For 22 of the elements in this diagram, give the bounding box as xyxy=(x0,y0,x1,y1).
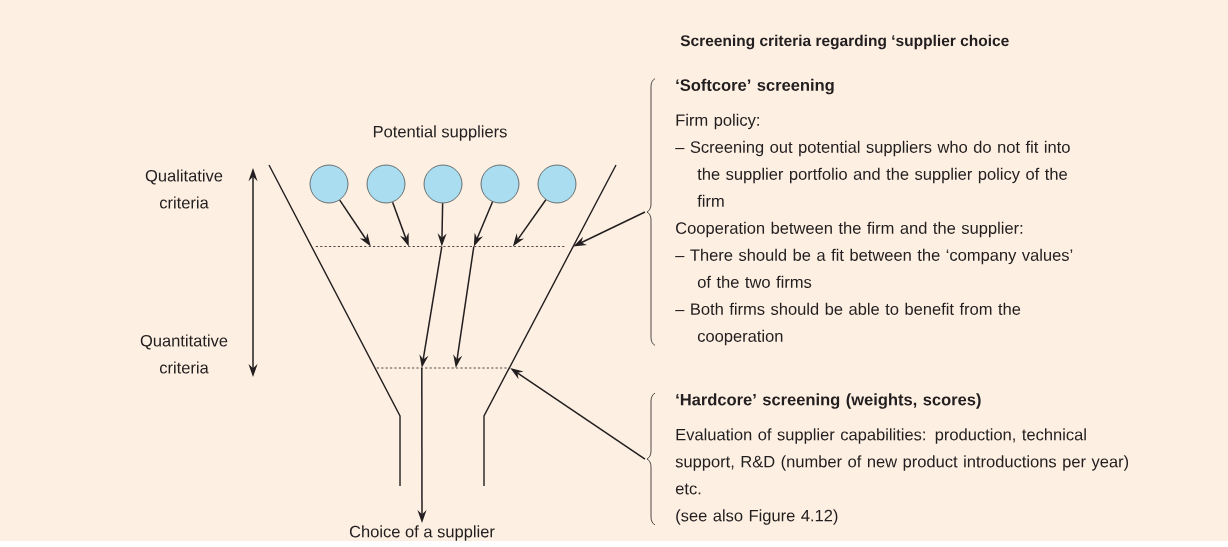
supplier-circle xyxy=(309,164,349,204)
criteria-label: Quantitative criteria xyxy=(140,334,228,374)
braced-text-block xyxy=(646,78,1073,346)
body-text: Firm policy: xyxy=(676,113,759,130)
criteria-label: Qualitative criteria xyxy=(145,169,223,209)
screening-line xyxy=(376,367,509,369)
heading: ‘Hardcore’ screening (weights, scores) xyxy=(676,393,981,409)
supplier-circle xyxy=(480,164,520,204)
group-label: Potential suppliers xyxy=(373,125,507,141)
body-text: Cooperation between the firm and the supplier: xyxy=(676,221,1023,238)
bullet-item: – Both firms should be able to benefit from the cooperation xyxy=(675,302,1021,346)
supplier-circle xyxy=(537,164,577,204)
heading: ‘Softcore’ screening xyxy=(676,78,834,95)
braced-text-block xyxy=(646,392,1129,526)
bullet-item: – There should be a fit between the ‘company values’ of the two firms xyxy=(675,248,1073,288)
supplier-circle xyxy=(366,164,406,204)
body-text: Evaluation of supplier capabilities: production, technical support, R&D (number of new product introductions per year) etc. xyxy=(675,428,1129,495)
bullet-item: – Screening out potential suppliers who do not fit into the supplier portfolio and the supplier policy of the firm xyxy=(675,140,1070,207)
title: Screening criteria regarding ‘supplier choice xyxy=(680,34,1009,50)
result-label: Choice of a supplier xyxy=(349,525,495,541)
body-text: (see also Figure 4.12) xyxy=(676,509,838,525)
supplier-circle xyxy=(423,164,463,204)
